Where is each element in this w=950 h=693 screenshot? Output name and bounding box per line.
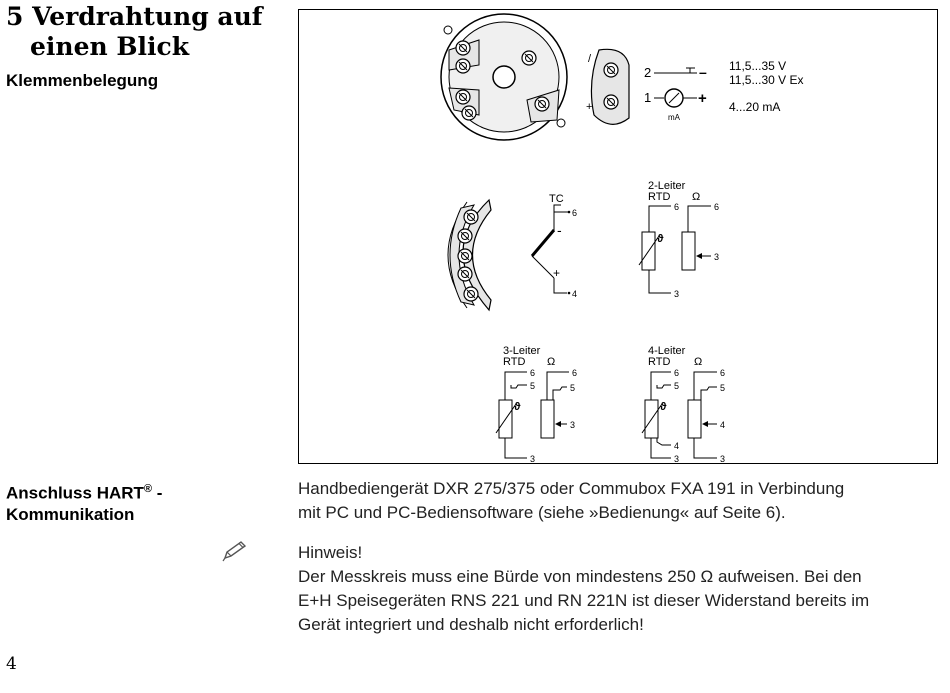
rtd4-terminal-4a: 4 [674,441,679,451]
hart-heading-suffix: - [152,483,163,503]
section-heading-terminal-assignment: Klemmenbelegung [6,71,159,90]
note-line3: Gerät integriert und deshalb nicht erfor… [298,615,644,634]
rtd3-terminal-6a: 6 [530,368,535,378]
hart-description-line1: Handbediengerät DXR 275/375 oder Commubo… [298,479,845,498]
rtd3-terminal-5a: 5 [530,381,535,391]
loop-terminal-1: 1 [644,90,651,105]
note-title: Hinweis! [298,543,363,562]
rtd2-terminal-6a: 6 [674,202,679,212]
rtd4-rtd-label: RTD [648,356,670,368]
section-heading-hart: Anschluss HART® - Kommunikation [6,479,162,525]
rtd2-title: 2-Leiter [648,180,686,192]
supply-voltage: 11,5...35 V [729,59,786,73]
rtd3-ohm-label: Ω [547,356,555,368]
pencil-icon [222,541,247,562]
chapter-title: 5 Verdrahtung auf einen Blick [6,2,266,62]
rtd-4-wire: 4-Leiter RTD Ω 6 5 ϑ 4 3 6 5 4 3 [641,345,725,464]
tc-terminal-4: 4 [572,289,577,299]
thermocouple-wiring: TC 6 - + 4 [530,193,577,299]
supply-voltage-ex: 11,5...30 V Ex [729,73,804,87]
chapter-title-line1: 5 Verdrahtung auf [6,2,263,31]
sensor-terminal-block [447,198,492,312]
current-range: 4...20 mA [729,100,780,114]
loop-plus: + [698,90,707,107]
tc-minus: - [557,222,562,238]
transmitter-round-head [440,13,568,141]
loop-minus: – [699,64,707,80]
rtd2-ohm-label: Ω [692,191,700,203]
rtd2-terminal-3b: 3 [714,252,719,262]
hart-heading-line2: Kommunikation [6,504,135,524]
hart-description-line2: mit PC und PC-Bediensoftware (siehe »Bed… [298,503,786,522]
rtd3-title: 3-Leiter [503,345,541,357]
rtd4-terminal-3b: 3 [720,454,725,464]
tc-terminal-6: 6 [572,208,577,218]
chapter-title-line2: einen Blick [30,32,190,61]
plus-mark: / [588,53,592,65]
note-line2: E+H Speisegeräten RNS 221 und RN 221N is… [298,591,870,610]
rtd4-terminal-6b: 6 [720,368,725,378]
rtd4-title: 4-Leiter [648,345,686,357]
loop-terminal-2: 2 [644,65,651,80]
note-line1: Der Messkreis muss eine Bürde von mindes… [298,567,862,586]
rtd3-rtd-label: RTD [503,356,525,368]
tc-plus: + [553,266,560,280]
rtd2-terminal-6b: 6 [714,202,719,212]
rtd3-terminal-6b: 6 [572,368,577,378]
wiring-diagram: / + 2 1 – + mA 11,5...35 V 11,5...30 V E… [298,9,938,464]
page-number: 4 [6,654,17,674]
power-loop: 2 1 – + mA 11,5...35 V 11,5...30 V Ex 4.… [644,59,804,122]
rtd3-terminal-5b: 5 [570,383,575,393]
note-block: Hinweis! Der Messkreis muss eine Bürde v… [298,541,943,637]
rtd4-terminal-4b: 4 [720,420,725,430]
rtd4-terminal-3a: 3 [674,454,679,464]
tc-label: TC [549,193,564,205]
transmitter-power-terminal: / + [586,48,630,125]
wiring-diagram-svg: / + 2 1 – + mA 11,5...35 V 11,5...30 V E… [440,13,804,464]
rtd-2-wire: 2-Leiter RTD Ω 6 ϑ 3 6 3 [638,180,719,299]
rtd3-terminal-3b: 3 [570,420,575,430]
rtd4-terminal-5a: 5 [674,381,679,391]
rtd4-ohm-label: Ω [694,356,702,368]
rtd4-theta: ϑ [660,401,667,413]
hart-description: Handbediengerät DXR 275/375 oder Commubo… [298,477,943,525]
rtd3-theta: ϑ [514,401,521,413]
rtd2-terminal-3a: 3 [674,289,679,299]
rtd2-rtd-label: RTD [648,191,670,203]
rtd3-terminal-3a: 3 [530,454,535,464]
rtd4-terminal-5b: 5 [720,383,725,393]
hart-heading-line1: Anschluss HART [6,483,144,503]
plus-mark-2: + [586,101,592,113]
registered-mark: ® [143,483,153,495]
ammeter-unit: mA [668,113,681,122]
rtd-3-wire: 3-Leiter RTD Ω 6 5 ϑ 3 6 5 3 [495,345,577,464]
rtd4-terminal-6a: 6 [674,368,679,378]
rtd2-theta: ϑ [657,233,664,245]
